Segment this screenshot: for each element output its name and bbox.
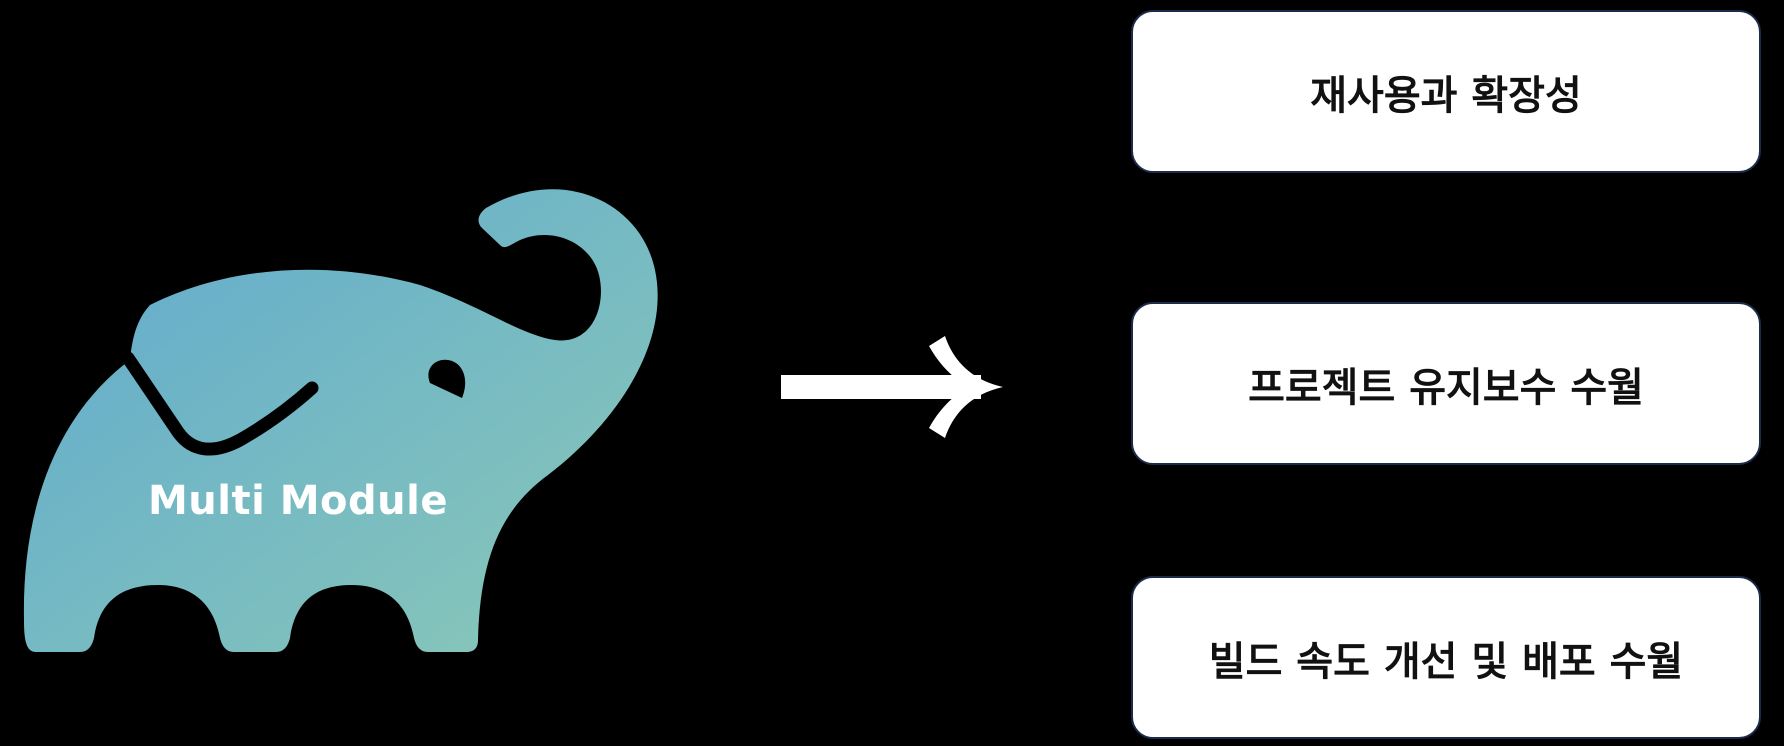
benefit-box-maintenance: 프로젝트 유지보수 수월 <box>1131 302 1761 465</box>
benefit-box-build-speed: 빌드 속도 개선 및 배포 수월 <box>1131 576 1761 739</box>
benefit-box-reuse: 재사용과 확장성 <box>1131 10 1761 173</box>
benefit-label: 프로젝트 유지보수 수월 <box>1248 364 1644 411</box>
benefit-label: 재사용과 확장성 <box>1310 72 1582 119</box>
elephant-logo: Multi Module <box>0 0 700 746</box>
benefit-label: 빌드 속도 개선 및 배포 수월 <box>1208 638 1684 685</box>
elephant-label: Multi Module <box>148 478 448 524</box>
gradle-elephant-icon <box>23 189 658 652</box>
right-arrow-icon <box>781 336 1003 438</box>
